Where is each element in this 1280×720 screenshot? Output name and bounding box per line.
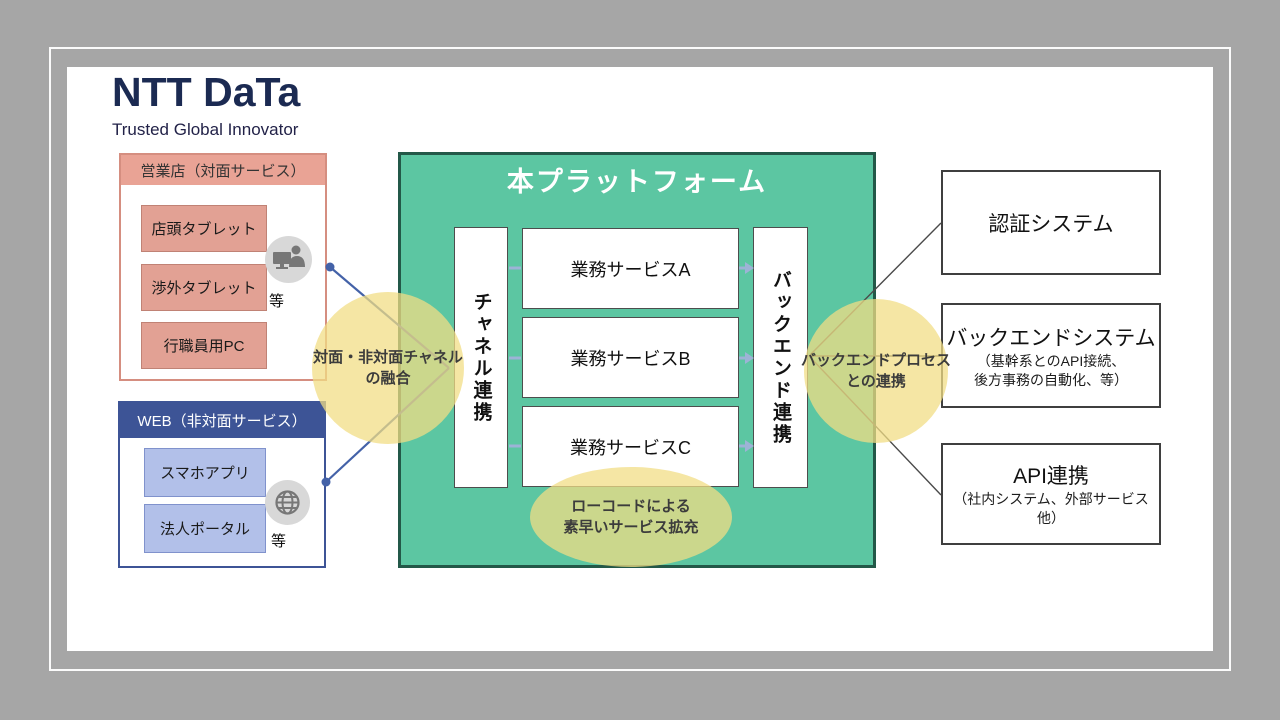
api-link-box: API連携 （社内システム、外部サービス他） — [941, 443, 1161, 545]
branch-group-header: 営業店（対面サービス） — [121, 155, 325, 185]
web-item-corporate-portal: 法人ポータル — [144, 504, 266, 553]
auth-system-title: 認証システム — [988, 212, 1114, 236]
globe-glyph — [275, 490, 300, 515]
globe-icon — [265, 480, 310, 525]
service-c-box: 業務サービスC — [522, 406, 739, 487]
branch-channel-group: 営業店（対面サービス） 店頭タブレット 渉外タブレット 行職員用PC — [119, 153, 327, 381]
channel-link-box: チャネル連携 — [454, 227, 508, 488]
backend-system-note-line1: （基幹系とのAPI接続、 — [976, 352, 1126, 369]
api-link-note-line1: （社内システム、外部サービス他） — [953, 491, 1149, 526]
service-a-box: 業務サービスA — [522, 228, 739, 309]
service-b-box: 業務サービスB — [522, 317, 739, 398]
branch-item-staff-pc: 行職員用PC — [141, 322, 267, 369]
slide-frame-outline — [49, 47, 1231, 671]
backend-system-note-line2: 後方事務の自動化、等） — [974, 371, 1128, 388]
backend-process-callout: バックエンドプロセス との連携 — [801, 299, 952, 443]
ntt-data-logo-text: NTT DaTa — [112, 69, 301, 115]
channel-link-label: チャネル連携 — [470, 291, 492, 424]
teller-at-computer-glyph — [273, 245, 305, 269]
web-group-header: WEB（非対面サービス） — [120, 403, 324, 438]
web-channel-group: WEB（非対面サービス） スマホアプリ 法人ポータル — [118, 401, 326, 568]
low-code-line2: 素早いサービス拡充 — [563, 519, 699, 536]
auth-system-box: 認証システム — [941, 170, 1161, 275]
api-link-title: API連携 — [1013, 465, 1089, 489]
backend-link-box: バックエンド連携 — [753, 227, 808, 488]
channel-fusion-callout: 対面・非対面チャネル の融合 — [312, 292, 464, 444]
ntt-data-tagline: Trusted Global Innovator — [112, 120, 299, 139]
branch-etc-label: 等 — [269, 293, 285, 310]
web-item-smartphone-app: スマホアプリ — [144, 448, 266, 497]
backend-process-line1: バックエンドプロセス — [801, 352, 952, 369]
backend-process-line2: との連携 — [846, 373, 906, 390]
branch-item-field-tablet: 渉外タブレット — [141, 264, 267, 311]
backend-link-label: バックエンド連携 — [770, 269, 791, 446]
teller-at-computer-icon — [265, 236, 312, 283]
backend-system-box: バックエンドシステム （基幹系とのAPI接続、 後方事務の自動化、等） — [941, 303, 1161, 408]
low-code-callout: ローコードによる 素早いサービス拡充 — [530, 467, 732, 567]
branch-item-store-tablet: 店頭タブレット — [141, 205, 267, 252]
platform-title: 本プラットフォーム — [506, 167, 768, 197]
ntt-data-logo: NTT DaTa Trusted Global Innovator — [112, 72, 300, 140]
web-etc-label: 等 — [271, 533, 287, 550]
channel-fusion-line1: 対面・非対面チャネル — [313, 349, 463, 366]
backend-system-title: バックエンドシステム — [946, 326, 1156, 350]
low-code-line1: ローコードによる — [571, 498, 691, 515]
channel-fusion-line2: の融合 — [365, 370, 411, 387]
